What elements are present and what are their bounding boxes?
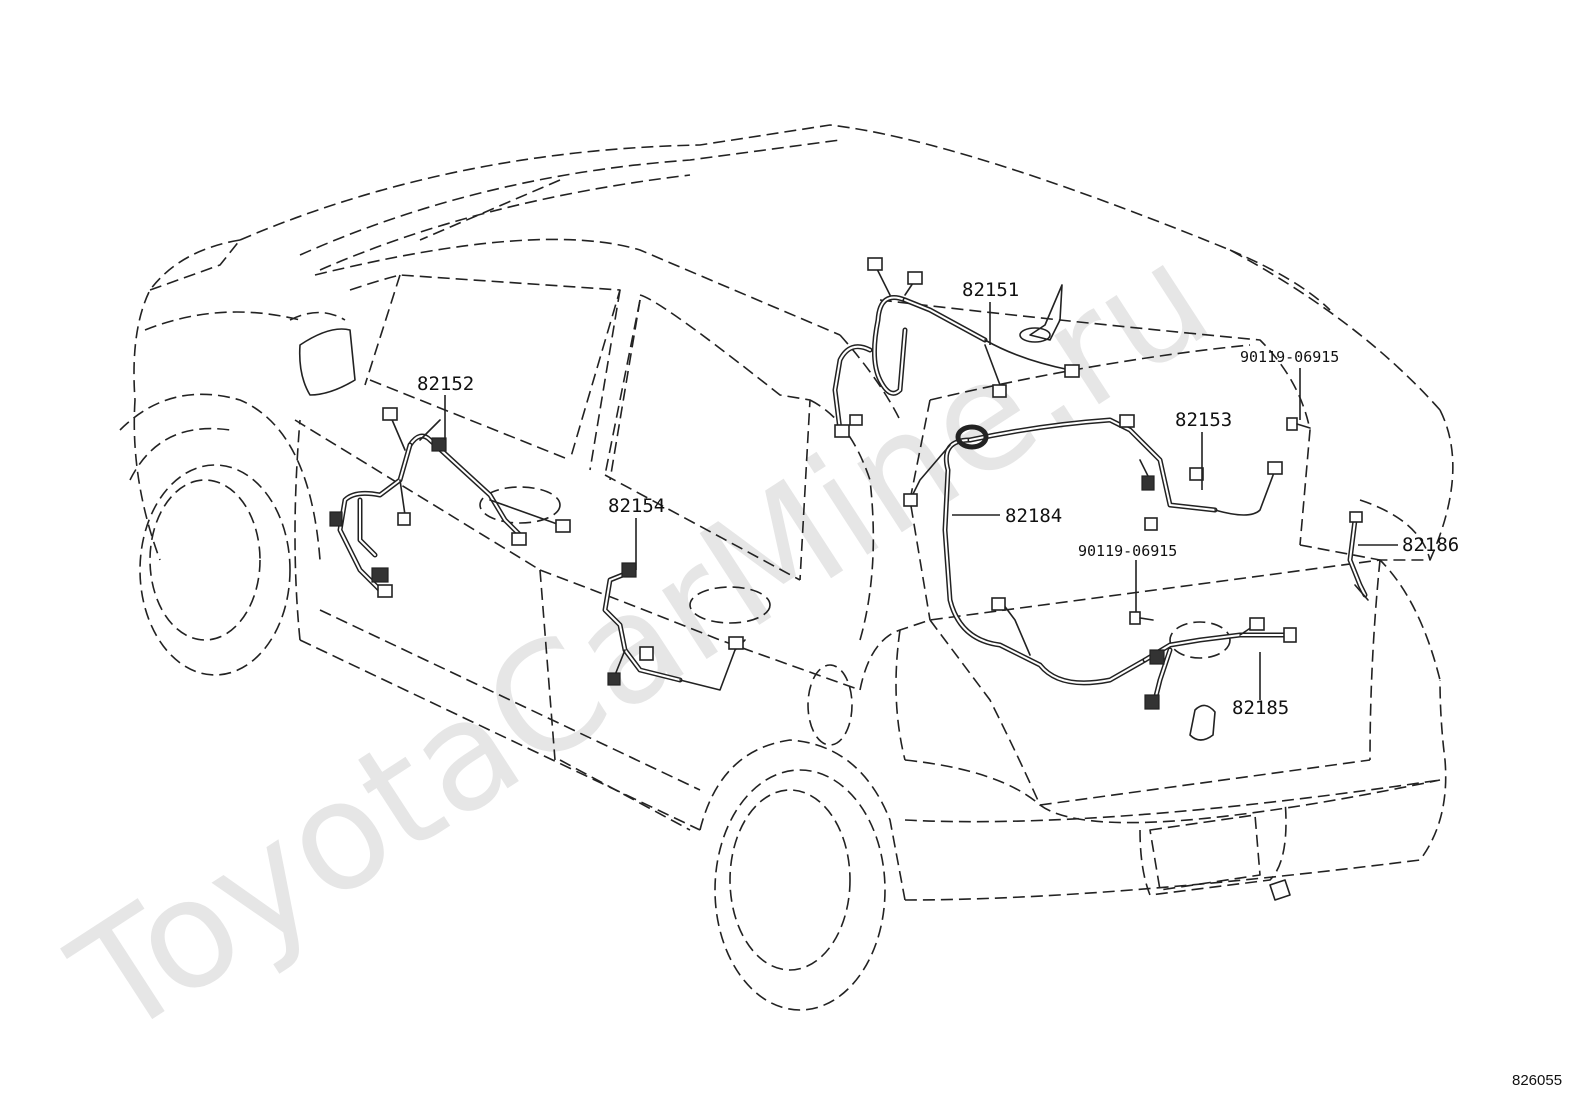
- harness-82185: [1142, 617, 1297, 710]
- label-bolt-lower: 90119-06915: [1078, 542, 1177, 560]
- harness-82152: [329, 407, 571, 598]
- label-bolt-upper: 90119-06915: [1240, 348, 1339, 366]
- harness-82151: [832, 257, 1080, 438]
- figure-code: 826055: [1512, 1072, 1562, 1089]
- label-82152: 82152: [417, 373, 474, 395]
- leader-lines: [444, 302, 1398, 700]
- bolt-upper-icon: [1286, 417, 1311, 431]
- label-82184: 82184: [1005, 505, 1062, 527]
- label-82154: 82154: [608, 495, 665, 517]
- harness-82154: [602, 562, 746, 691]
- watermark: ToyotaCarMine.ru: [44, 211, 1239, 1071]
- label-82151: 82151: [962, 279, 1019, 301]
- label-82185: 82185: [1232, 697, 1289, 719]
- label-82186: 82186: [1402, 534, 1459, 556]
- bolt-lower-icon: [1129, 611, 1154, 625]
- harness-82184: [903, 414, 1283, 686]
- label-82153: 82153: [1175, 409, 1232, 431]
- harness-82186: [1347, 511, 1369, 601]
- car-body-outline: [119, 124, 1454, 1011]
